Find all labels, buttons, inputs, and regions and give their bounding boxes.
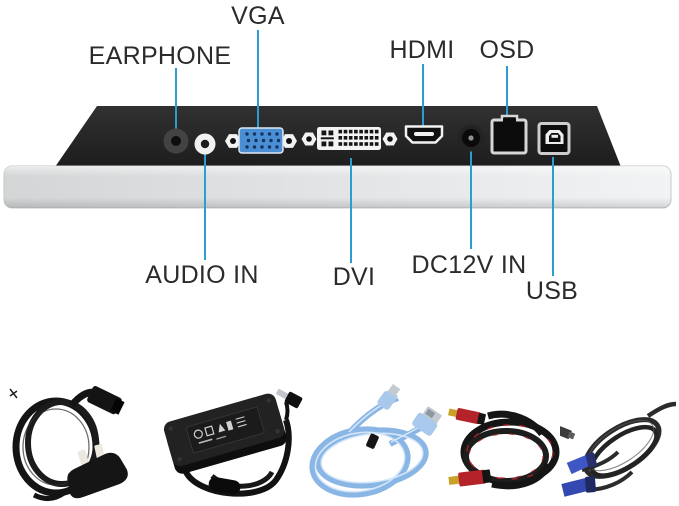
label-dc12v-in: DC12V IN	[411, 251, 527, 279]
hdmi-port-icon	[404, 125, 444, 144]
label-osd: OSD	[479, 36, 535, 64]
label-vga: VGA	[231, 2, 285, 30]
label-usb: USB	[525, 277, 579, 305]
blue-usb-cable-photo	[309, 384, 442, 498]
vga-cable-photo	[560, 401, 677, 497]
uk-plug	[67, 444, 128, 499]
vga-plug-bottom	[561, 476, 597, 497]
earphone-jack-icon	[163, 128, 189, 154]
dc12v-jack-icon	[457, 124, 485, 152]
label-dvi: DVI	[332, 263, 376, 291]
uk-power-cord-photo	[9, 386, 128, 501]
dc-barrel-plug	[276, 389, 303, 409]
vga-port-icon	[225, 127, 297, 154]
hdmi-plug-top	[448, 408, 486, 425]
vga-plug-top	[566, 452, 597, 475]
label-audio-in: AUDIO IN	[145, 261, 259, 289]
power-brick	[163, 393, 287, 474]
monitor-ports-illustration	[3, 30, 672, 276]
osd-rj45-port-icon	[490, 114, 528, 155]
monitor-bezel-strip	[3, 165, 672, 209]
power-adapter-photo	[163, 389, 303, 497]
usb-a-connector	[412, 406, 442, 436]
ferrite-bead	[208, 477, 241, 495]
hdmi-plug-bottom	[448, 469, 492, 487]
red-black-hdmi-cable-photo	[448, 408, 560, 490]
label-earphone: EARPHONE	[88, 42, 232, 70]
label-hdmi: HDMI	[389, 36, 455, 64]
cable-tie	[366, 433, 379, 449]
dvi-port-icon	[301, 127, 398, 150]
certification-marks	[193, 416, 247, 444]
usb-b-port-icon	[537, 122, 571, 155]
leader-lines	[175, 30, 554, 276]
iec-connector	[87, 386, 125, 415]
usb-small-connector	[377, 384, 401, 410]
audio-in-jack-icon	[194, 133, 216, 155]
cable-end-connector	[560, 426, 576, 440]
